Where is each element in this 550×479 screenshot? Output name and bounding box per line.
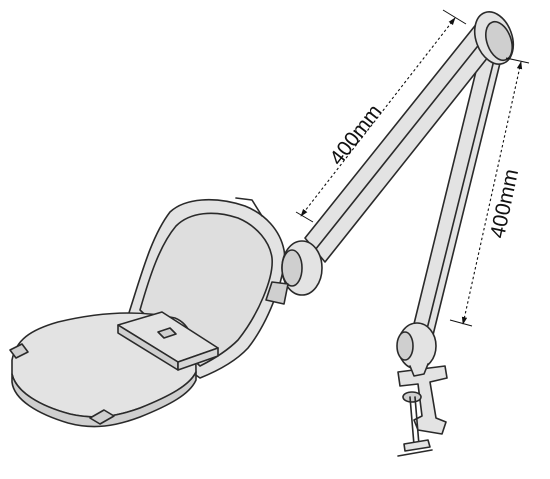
top-pivot [473, 11, 515, 65]
lower-arm-dimension-label: 400mm [486, 167, 523, 240]
switch-plate [117, 311, 219, 371]
desk-clamp [397, 365, 448, 457]
head-hinge [265, 240, 323, 305]
lower-pivot [396, 322, 437, 377]
